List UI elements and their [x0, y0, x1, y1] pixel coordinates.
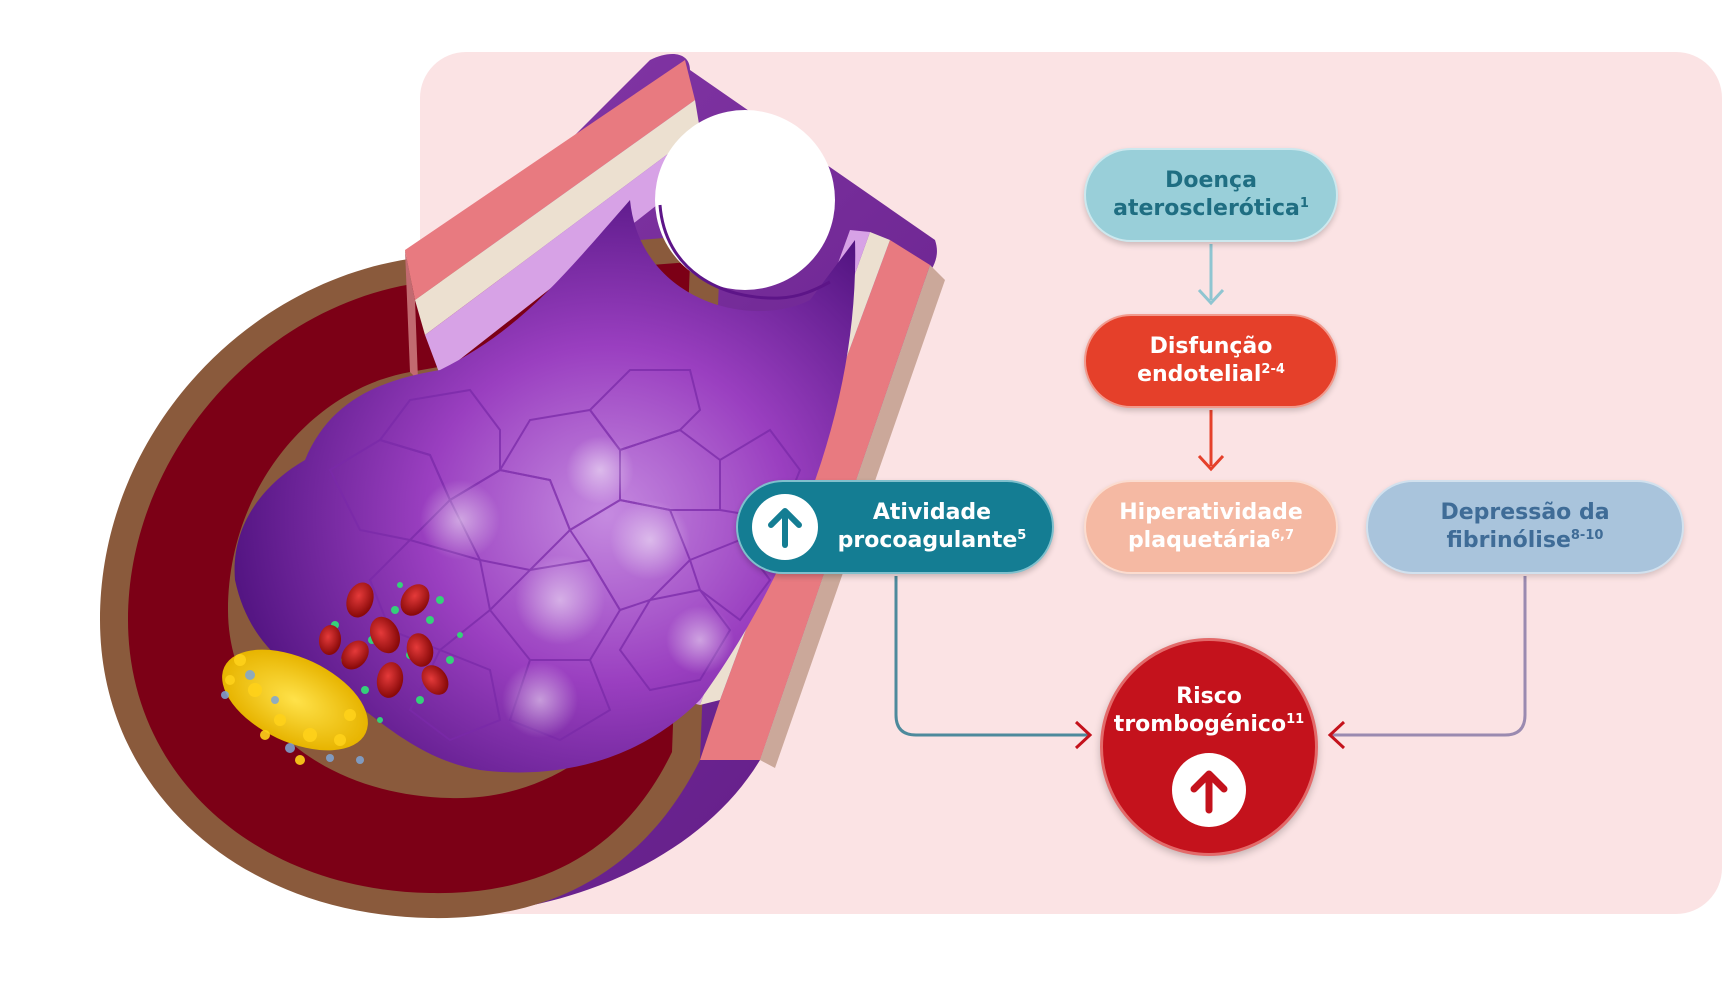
node-disfuncao-line2: endotelial: [1137, 362, 1262, 387]
node-doenca-line2: aterosclerótica: [1113, 196, 1300, 221]
node-hiperatividade-line1: Hiperatividade: [1119, 499, 1303, 525]
node-doenca-line1: Doença: [1165, 167, 1257, 193]
node-hiperatividade-line2: plaquetária: [1127, 528, 1272, 553]
node-hiperatividade-ref: 6,7: [1271, 528, 1295, 543]
node-disfuncao-endotelial: Disfunção endotelial2-4: [1084, 314, 1338, 408]
node-doenca-ref: 1: [1299, 196, 1309, 211]
arrow-up-icon: [1172, 753, 1246, 828]
node-risco-line2: trombogénico: [1113, 712, 1287, 738]
node-atividade-line2: procoagulante: [837, 528, 1018, 553]
arrow-up-icon: [752, 494, 818, 560]
node-atividade-ref: 5: [1017, 528, 1027, 543]
node-disfuncao-line1: Disfunção: [1149, 333, 1273, 359]
node-risco-trombogenico: Risco trombogénico11: [1100, 638, 1318, 856]
node-depressao-fibrinolise: Depressão da fibrinólise8-10: [1366, 480, 1684, 574]
node-atividade-procoagulante: Atividade procoagulante5: [736, 480, 1054, 574]
node-doenca-aterosclerotica: Doença aterosclerótica1: [1084, 148, 1338, 242]
node-risco-ref: 11: [1286, 712, 1305, 728]
node-risco-line1: Risco: [1176, 684, 1242, 709]
node-disfuncao-ref: 2-4: [1261, 362, 1285, 377]
node-atividade-line1: Atividade: [872, 499, 992, 525]
node-depressao-ref: 8-10: [1570, 528, 1604, 543]
node-depressao-line1: Depressão da: [1440, 499, 1610, 525]
node-hiperatividade-plaquetaria: Hiperatividade plaquetária6,7: [1084, 480, 1338, 574]
node-depressao-line2: fibrinólise: [1446, 528, 1571, 553]
